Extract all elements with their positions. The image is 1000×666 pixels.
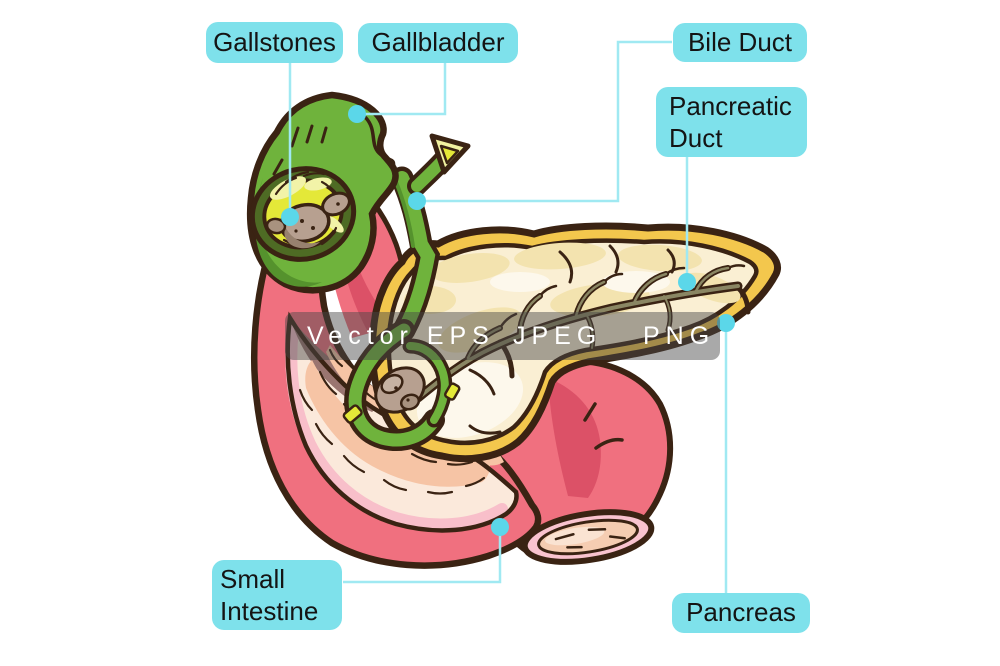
watermark-text-jpeg: JPEG [513, 322, 603, 350]
label-gallstones-text: Gallstones [213, 26, 336, 57]
pancreas [369, 222, 782, 463]
ampulla [342, 319, 461, 451]
label-gallbladder-text: Gallbladder [371, 27, 505, 58]
dot-pancreatic-duct [678, 273, 696, 291]
pancreatic-duct [413, 264, 751, 403]
watermark-text-vector-eps: Vector EPS [307, 322, 495, 350]
label-gallstones: Gallstones [206, 22, 343, 63]
cystic-duct-stump [407, 133, 471, 196]
label-pancreatic-duct: Pancreatic Duct [656, 87, 807, 157]
label-small-intestine-line1: Small [220, 564, 286, 594]
label-small-intestine-line2: Intestine [220, 596, 319, 626]
callout-dots [281, 105, 735, 536]
label-pancreas-text: Pancreas [686, 597, 796, 628]
dot-gallstones [281, 208, 299, 226]
dot-pancreas [717, 314, 735, 332]
watermark-text-png: PNG [643, 322, 716, 350]
dot-small-intestine [491, 518, 509, 536]
leader-lines [288, 40, 728, 593]
label-pancreas: Pancreas [672, 593, 810, 633]
intestine-cut-face [521, 509, 655, 565]
label-pancreatic-duct-line1: Pancreatic [669, 91, 792, 121]
label-small-intestine: Small Intestine [212, 560, 342, 630]
label-bile-duct: Bile Duct [673, 23, 807, 62]
label-gallbladder: Gallbladder [358, 23, 518, 63]
leader-bile-duct [419, 40, 672, 203]
label-bile-duct-text: Bile Duct [687, 26, 793, 57]
leader-gallbladder [359, 63, 447, 116]
dot-bile-duct [408, 192, 426, 210]
label-pancreatic-duct-line2: Duct [669, 123, 723, 153]
leader-small-intestine [343, 527, 502, 584]
dot-gallbladder [348, 105, 366, 123]
watermark-bar: Vector EPS JPEG PNG [285, 312, 720, 360]
